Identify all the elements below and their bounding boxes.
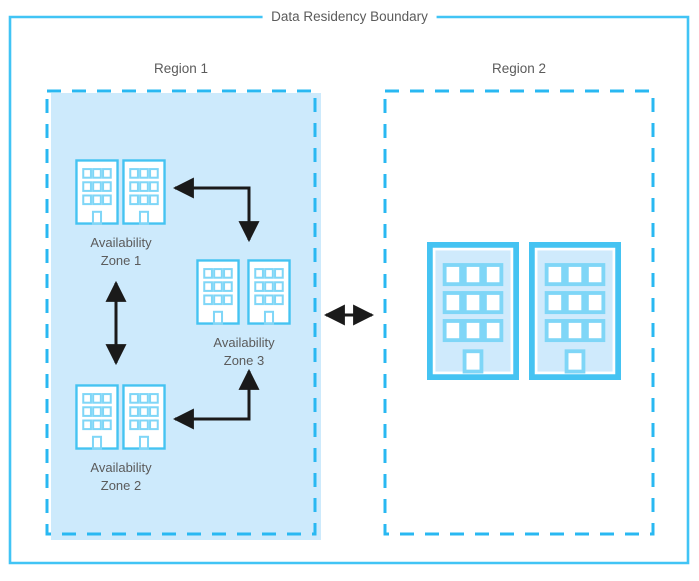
connector-az2-az3 xyxy=(172,368,260,430)
az-1-label: Availability Zone 1 xyxy=(90,235,152,268)
office-building-icon xyxy=(430,245,516,377)
office-building-icon xyxy=(532,245,618,377)
data-residency-boundary xyxy=(8,15,690,565)
region-2-buildings xyxy=(430,245,618,377)
office-building-icon xyxy=(247,259,291,325)
office-building-icon xyxy=(122,384,166,450)
az-2-label: Availability Zone 2 xyxy=(90,460,152,493)
region-2-title: Region 2 xyxy=(491,61,547,76)
boundary-title: Data Residency Boundary xyxy=(262,9,437,24)
office-building-icon xyxy=(122,159,166,225)
region-2-boundary xyxy=(383,89,655,536)
region-1-title: Region 1 xyxy=(153,61,209,76)
connector-az1-az3 xyxy=(172,177,260,243)
office-building-icon xyxy=(75,159,119,225)
office-building-icon xyxy=(75,384,119,450)
az-3-label: Availability Zone 3 xyxy=(213,335,275,368)
office-building-icon xyxy=(196,259,240,325)
